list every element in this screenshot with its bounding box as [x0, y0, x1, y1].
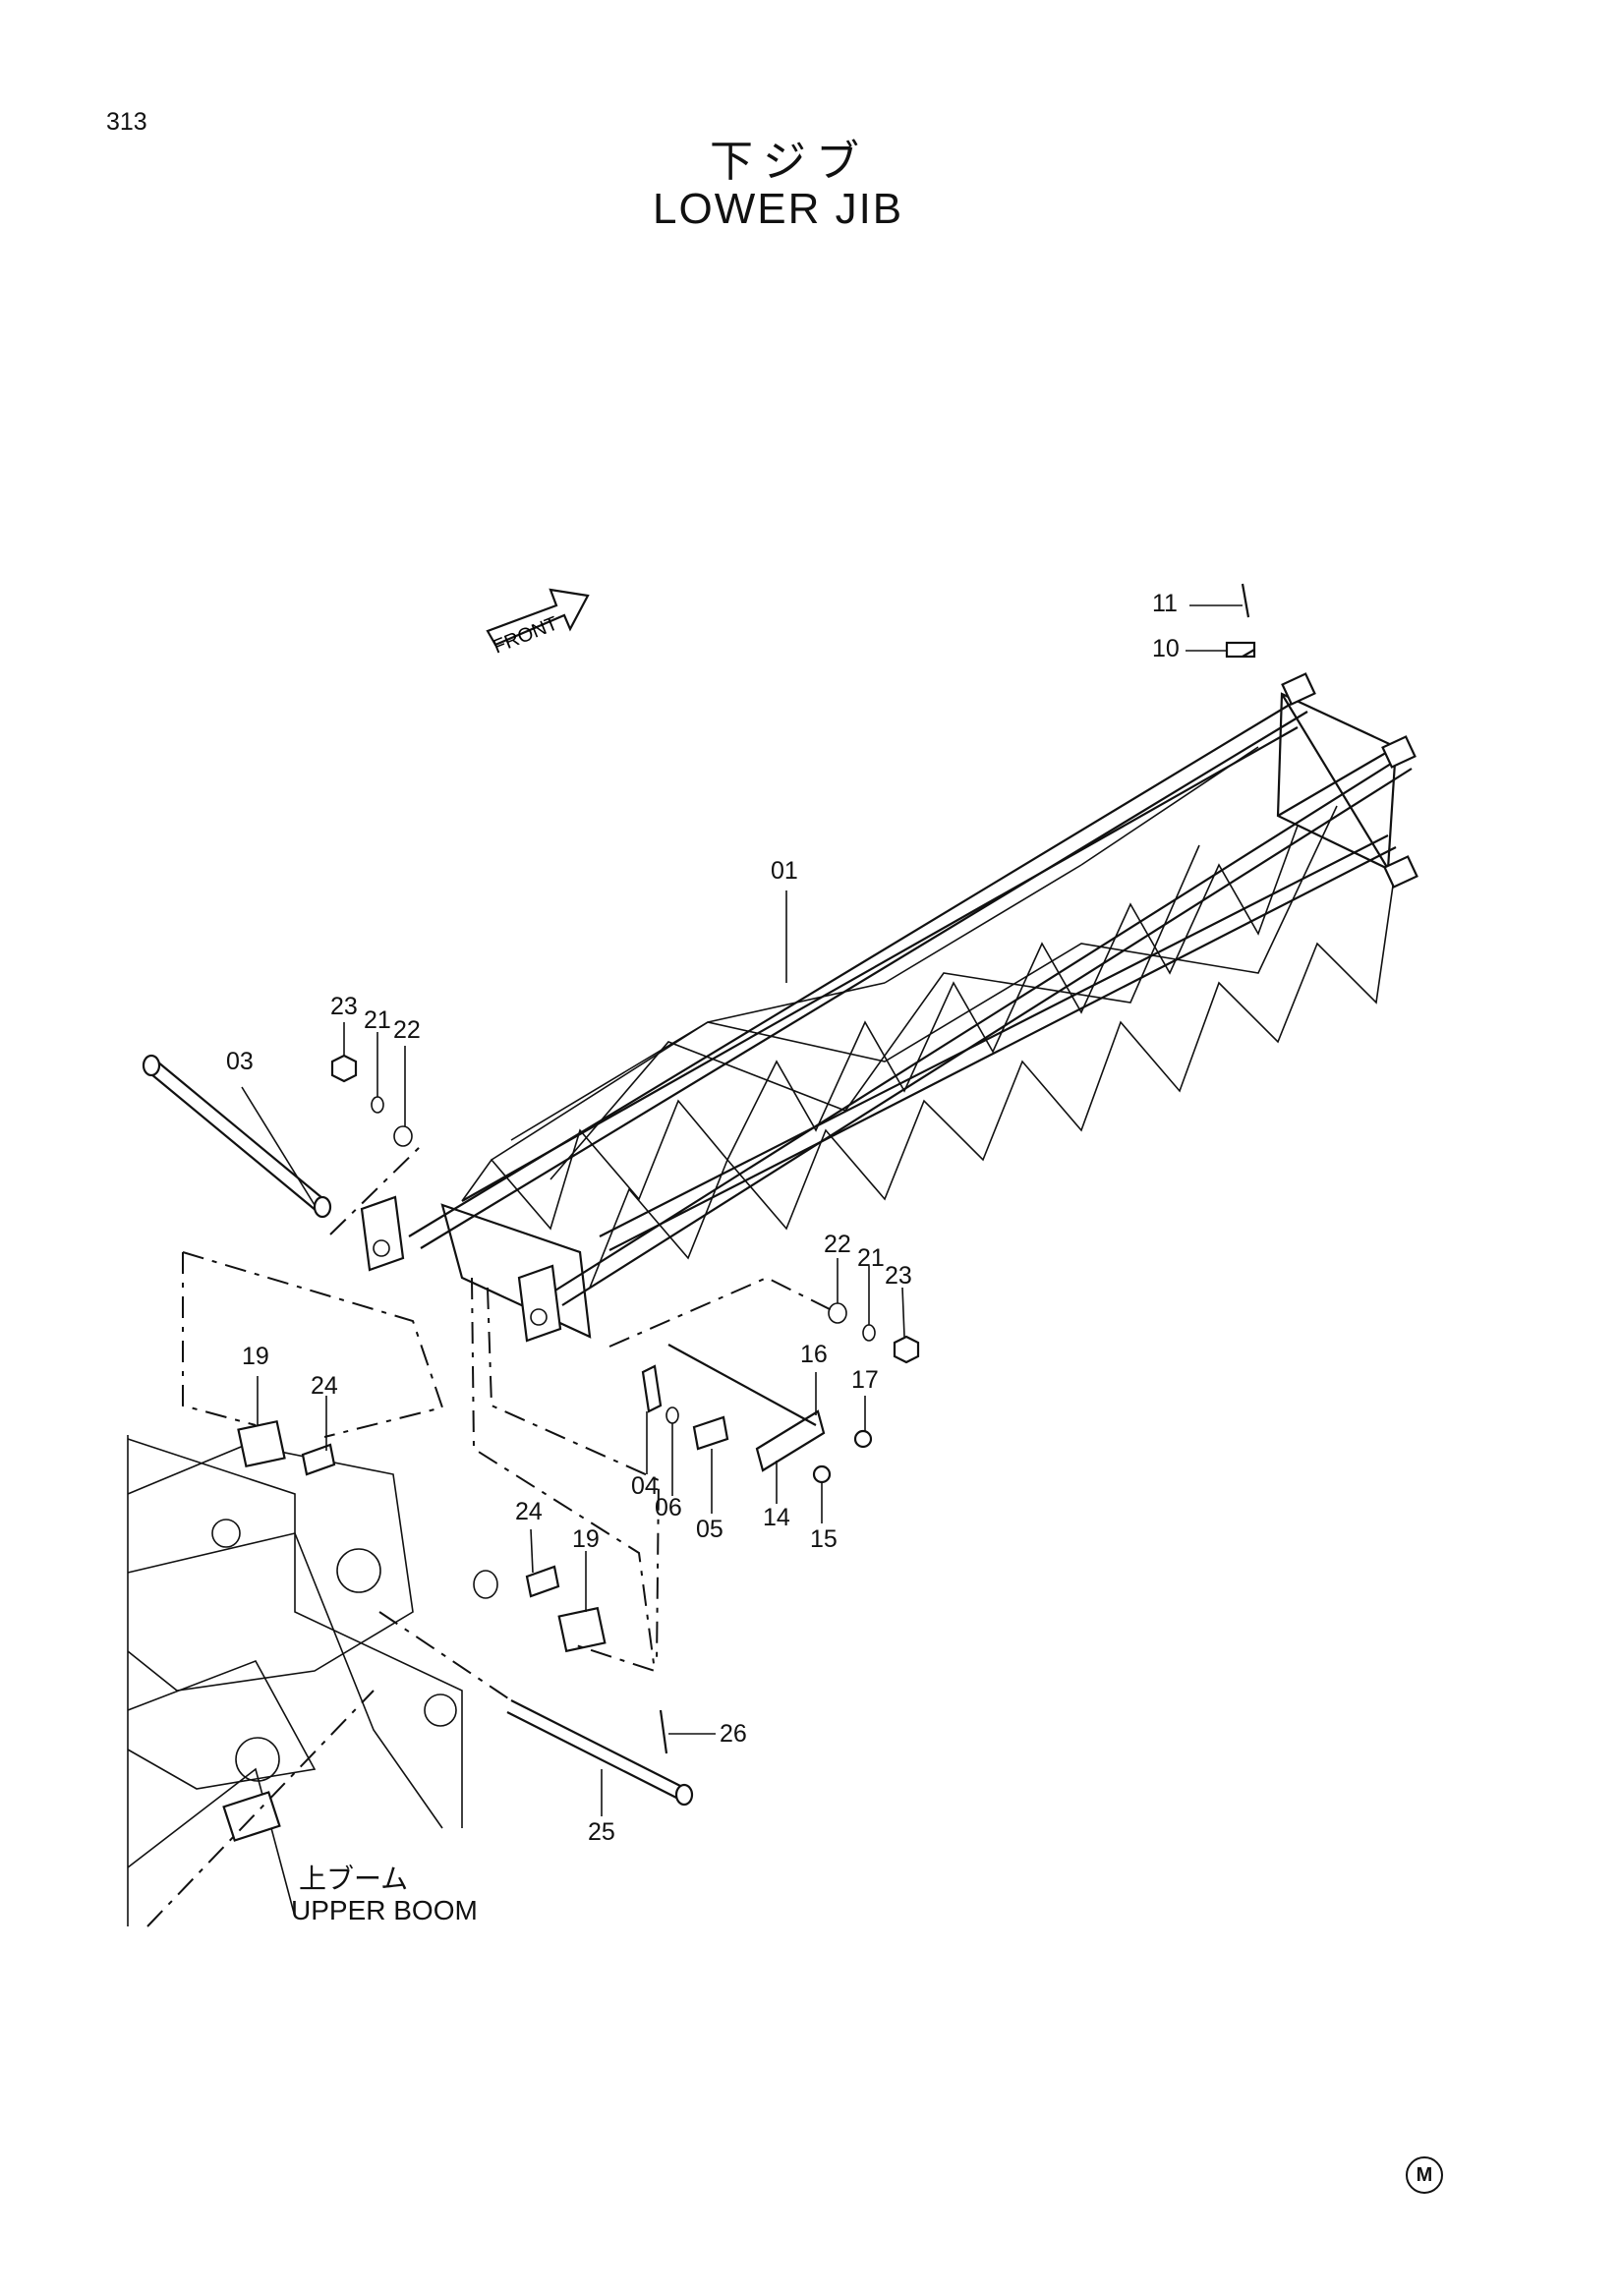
callout-15: 15 [810, 1525, 838, 1553]
callout-21-right: 21 [857, 1244, 885, 1272]
callout-22-left: 22 [393, 1016, 421, 1044]
callout-23-right: 23 [885, 1262, 912, 1290]
lattice-jib-structure [360, 672, 1418, 1343]
hardware-left-top [330, 1054, 413, 1147]
callout-06: 06 [655, 1494, 682, 1521]
bracket-19-left [237, 1419, 336, 1476]
clip-26 [659, 1709, 668, 1754]
callout-05: 05 [696, 1516, 723, 1543]
guide-line [487, 1287, 661, 1666]
page-title-english: LOWER JIB [653, 185, 904, 233]
upper-boom-label-japanese: 上ブーム [299, 1863, 409, 1895]
callout-24-right: 24 [515, 1498, 543, 1525]
callout-19-right: 19 [572, 1525, 600, 1553]
pin-25 [506, 1699, 694, 1807]
callout-11: 11 [1152, 590, 1178, 617]
callout-19-left: 19 [242, 1343, 269, 1370]
bracket-19-right [473, 1565, 607, 1653]
front-arrow-icon: FRONT [486, 588, 590, 659]
pin-03 [142, 1054, 332, 1219]
callout-24-left: 24 [311, 1372, 338, 1400]
callout-17: 17 [851, 1366, 879, 1394]
callout-03: 03 [226, 1048, 254, 1075]
guide-line [471, 1277, 657, 1673]
hardware-center [641, 1344, 873, 1484]
pin-10 [1225, 641, 1256, 659]
upper-boom-structure [127, 1435, 463, 1927]
page-title-japanese: 下ジブ [710, 137, 869, 187]
guide-line [329, 1143, 424, 1235]
guide-line [608, 1276, 839, 1348]
callout-22-right: 22 [824, 1231, 851, 1258]
upper-boom-label-english: UPPER BOOM [291, 1895, 478, 1925]
leader-lines [241, 604, 1243, 1816]
guide-line [182, 1252, 257, 1426]
callout-16: 16 [800, 1341, 828, 1368]
callout-21-left: 21 [364, 1006, 391, 1034]
callout-01: 01 [771, 857, 798, 885]
callout-26: 26 [720, 1720, 747, 1748]
callout-04: 04 [631, 1472, 659, 1500]
circled-m-mark: M [1406, 2156, 1443, 2194]
callout-14: 14 [763, 1504, 790, 1531]
guide-line [378, 1611, 512, 1701]
clip-11 [1241, 583, 1250, 618]
page-number: 313 [106, 108, 147, 136]
callout-10: 10 [1152, 635, 1180, 662]
front-label: FRONT [491, 612, 561, 658]
guide-line [182, 1251, 444, 1438]
callout-23-left: 23 [330, 993, 358, 1020]
callout-25: 25 [588, 1818, 615, 1846]
